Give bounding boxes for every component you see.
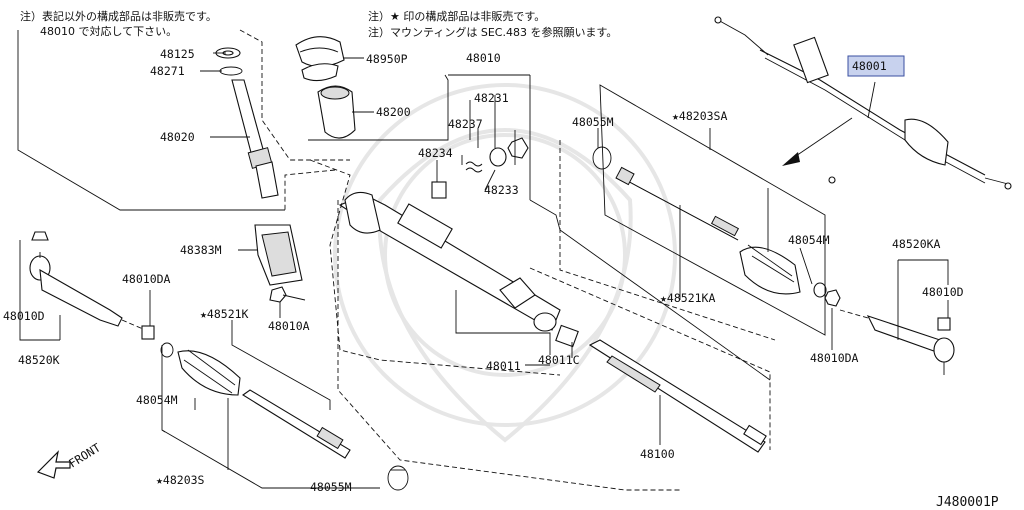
label-48055M-top[interactable]: 48055M: [572, 115, 614, 129]
label-48521K[interactable]: ★48521K: [200, 307, 249, 321]
leaders-center: [284, 74, 771, 491]
label-48950P[interactable]: 48950P: [366, 52, 408, 66]
label-48011[interactable]: 48011: [486, 359, 521, 373]
bracket-assembly: [238, 224, 306, 318]
label-48231[interactable]: 48231: [474, 91, 509, 105]
label-48520K[interactable]: 48520K: [18, 353, 60, 367]
tie-rod-end-left: [19, 231, 151, 341]
label-48203S[interactable]: ★48203S: [156, 473, 205, 487]
steering-gear-assembly: [714, 16, 1012, 190]
note1-line2: 48010 で対応して下さい。: [40, 24, 177, 38]
label-48233[interactable]: 48233: [484, 183, 519, 197]
label-48011C[interactable]: 48011C: [538, 353, 580, 367]
note2-line1: 注）★ 印の構成部品は非販売です。: [368, 9, 545, 23]
label-48521KA[interactable]: ★48521KA: [660, 291, 715, 305]
leaders-bottom-left: [149, 290, 380, 489]
highlight-48001[interactable]: [847, 55, 905, 77]
pinion-assembly: [215, 36, 356, 199]
leaders-right-center: [559, 84, 833, 350]
diagram-reference: J480001P: [936, 495, 999, 510]
label-48520KA[interactable]: 48520KA: [892, 237, 941, 251]
label-48125[interactable]: 48125: [160, 47, 195, 61]
note-1: 注）表記以外の構成部品は非販売です。 48010 で対応して下さい。: [20, 9, 217, 38]
tie-rod-end-right: [839, 259, 955, 375]
label-48020[interactable]: 48020: [160, 130, 195, 144]
label-48010-top[interactable]: 48010: [466, 51, 501, 65]
label-48010DA-right[interactable]: 48010DA: [810, 351, 859, 365]
note2-line2: 注）マウンティングは SEC.483 を参照願います。: [368, 25, 617, 39]
label-48001[interactable]: 48001: [852, 59, 887, 73]
label-48010D-right[interactable]: 48010D: [922, 285, 964, 299]
label-48383M[interactable]: 48383M: [180, 243, 222, 257]
rack-right: [592, 146, 841, 307]
label-48203SA[interactable]: ★48203SA: [672, 109, 727, 123]
watermark-emblem: [333, 83, 677, 443]
label-48054M-left[interactable]: 48054M: [136, 393, 178, 407]
rack-48100: [588, 339, 767, 453]
note1-line1: 注）表記以外の構成部品は非販売です。: [20, 9, 217, 23]
label-48100[interactable]: 48100: [640, 447, 675, 461]
label-48010DA-left[interactable]: 48010DA: [122, 272, 171, 286]
note-2: 注）★ 印の構成部品は非販売です。 注）マウンティングは SEC.483 を参照…: [368, 9, 617, 39]
boot-assembly-left: [141, 325, 409, 491]
label-48237[interactable]: 48237: [448, 117, 483, 131]
label-48055M-bottom[interactable]: 48055M: [310, 480, 352, 494]
label-48010A[interactable]: 48010A: [268, 319, 310, 333]
label-48234[interactable]: 48234: [418, 146, 453, 160]
label-front: FRONT: [66, 440, 103, 470]
direction-arrow: [782, 117, 853, 166]
label-48054M-right[interactable]: 48054M: [788, 233, 830, 247]
label-48200[interactable]: 48200: [376, 105, 411, 119]
rack-housing: [338, 137, 579, 348]
label-48010D-left[interactable]: 48010D: [3, 309, 45, 323]
label-48271[interactable]: 48271: [150, 64, 185, 78]
front-arrow: [36, 450, 71, 479]
